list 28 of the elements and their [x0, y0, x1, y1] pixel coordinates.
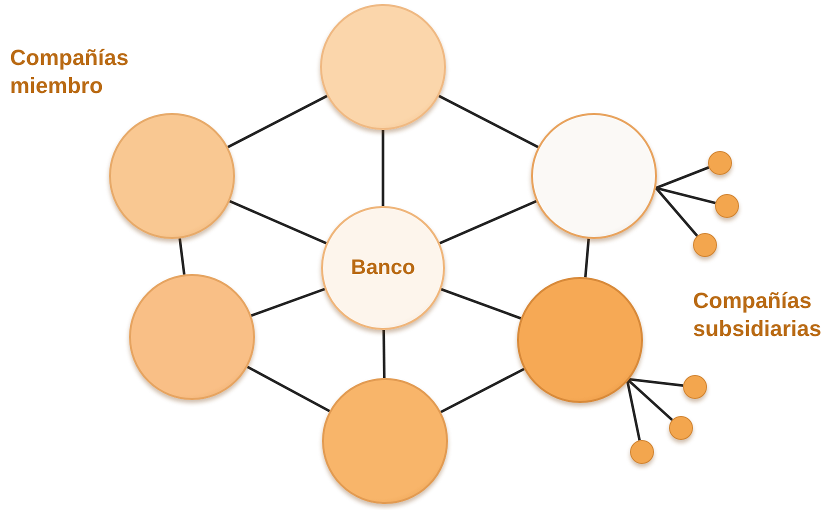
connector-line [227, 94, 328, 148]
connector-line [656, 186, 716, 204]
connector-line [229, 200, 327, 244]
connector-line [246, 366, 330, 412]
small-sphere [715, 194, 739, 218]
connector-line [439, 200, 537, 244]
connector-line [626, 378, 641, 440]
small-sphere [693, 233, 717, 257]
small-sphere [708, 151, 732, 175]
sphere [322, 378, 448, 504]
connector-line [438, 94, 539, 148]
group-label: Compañías subsidiarias [693, 287, 822, 343]
connector-line [440, 368, 525, 414]
connector-line [382, 130, 384, 206]
connector-line [440, 288, 522, 320]
connector-line [626, 378, 684, 387]
node-label: Banco [350, 256, 416, 280]
small-sphere [630, 440, 654, 464]
group-label: Compañías miembro [10, 44, 130, 100]
small-sphere [683, 375, 707, 399]
connector-line [178, 238, 186, 275]
connector-line [626, 378, 673, 421]
connector-line [250, 288, 326, 317]
connector-line [656, 166, 710, 190]
connector-line [655, 187, 698, 237]
small-sphere [669, 416, 693, 440]
connector-line [382, 330, 386, 378]
connector-line [584, 238, 590, 278]
